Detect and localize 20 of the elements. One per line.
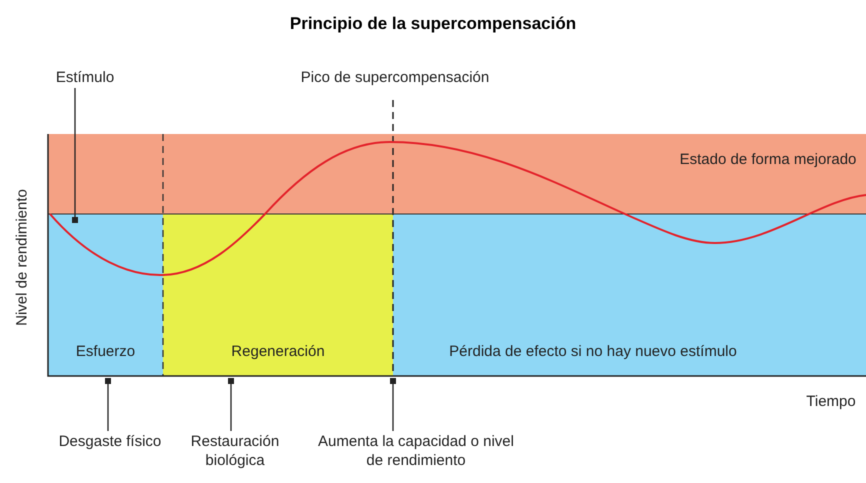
peak-label: Pico de supercompensación <box>300 68 490 87</box>
phase-region <box>393 214 866 376</box>
band-label: Estado de forma mejorado <box>678 150 858 169</box>
leader-line <box>72 88 78 223</box>
axis-title: Tiempo <box>805 392 857 411</box>
improved-fitness-band <box>48 134 866 214</box>
phase-label: Regeneración <box>230 342 326 361</box>
phase-label: Pérdida de efecto si no hay nuevo estímulo <box>448 342 738 361</box>
annotation-text: Restauración biológica <box>170 432 300 470</box>
phase-region <box>48 214 163 376</box>
leader-line <box>228 378 234 431</box>
leader-line <box>390 378 396 431</box>
annotation-text: Estímulo <box>40 68 130 87</box>
axis-title: Nivel de rendimiento <box>12 188 32 328</box>
annotation-text: Desgaste físico <box>55 432 165 451</box>
annotation-text: Aumenta la capacidad o nivel de rendimiento <box>318 432 514 470</box>
diagram-title: Principio de la supercompensación <box>288 14 578 34</box>
phase-label: Esfuerzo <box>74 342 136 361</box>
phase-region <box>163 214 393 376</box>
leader-line <box>105 378 111 431</box>
